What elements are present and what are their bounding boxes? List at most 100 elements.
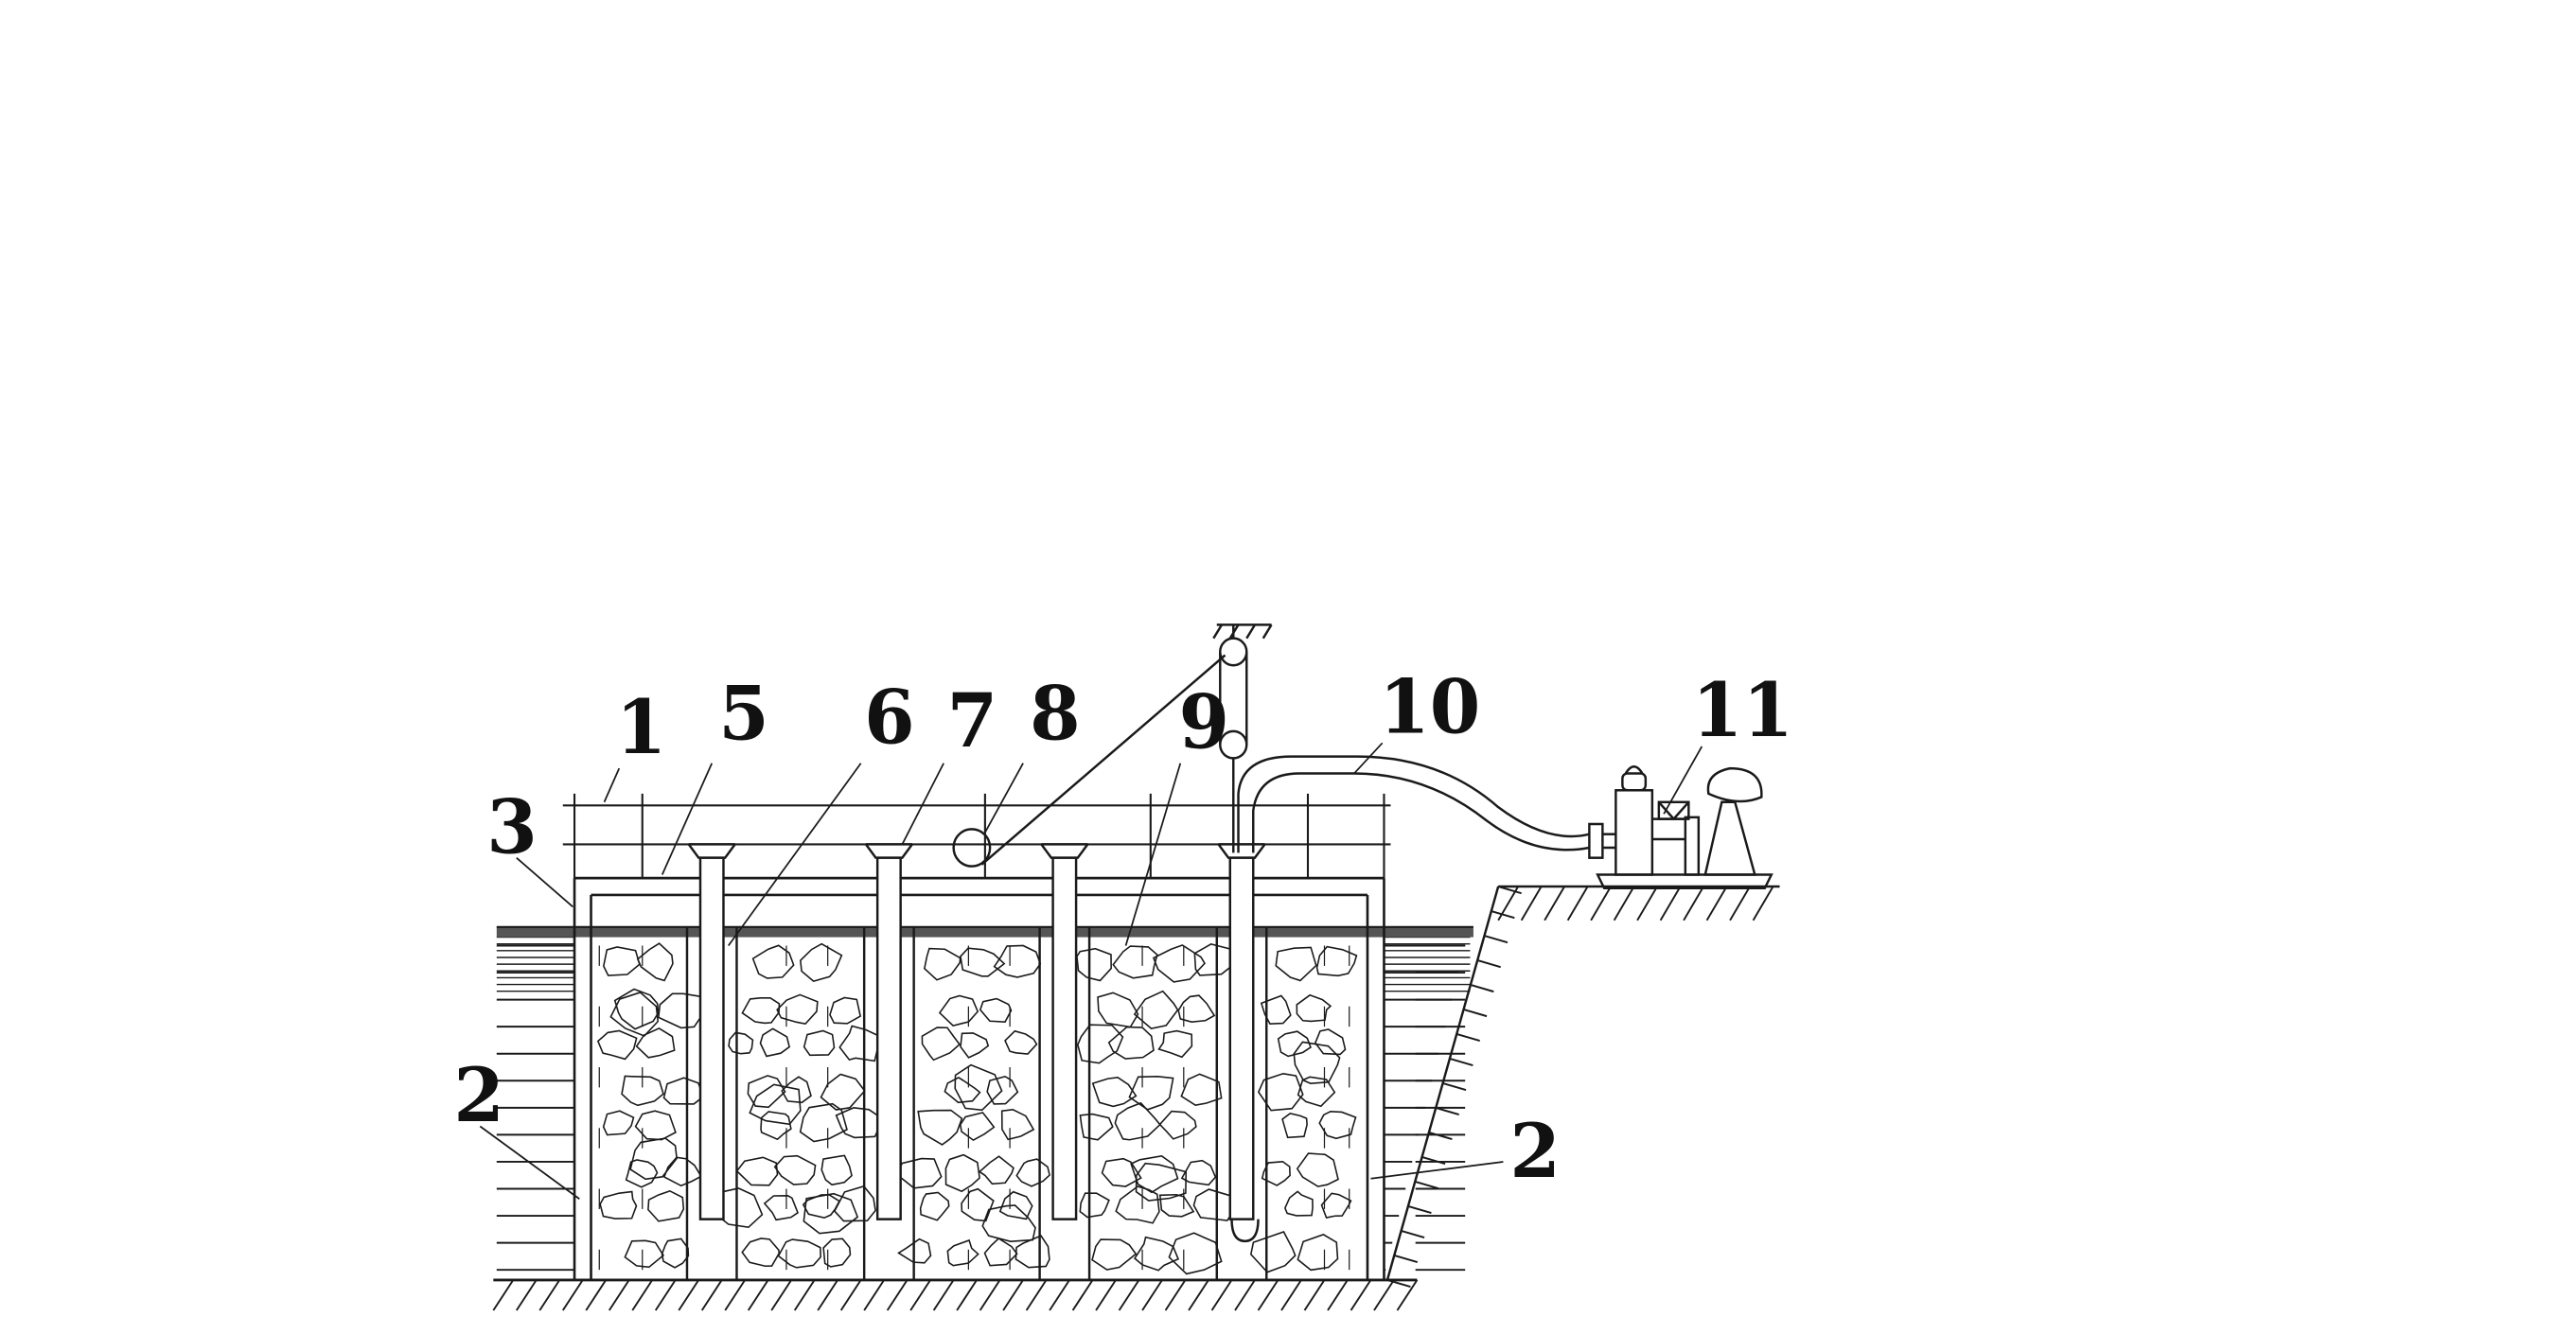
hatch-stroke	[932, 1279, 955, 1311]
callout-5: 5	[718, 671, 769, 758]
rock	[944, 1153, 980, 1193]
callout-11: 11	[1692, 667, 1793, 754]
rock	[596, 1029, 638, 1061]
rock	[799, 942, 843, 983]
rock	[1260, 994, 1292, 1025]
rock	[1283, 1190, 1314, 1217]
hatch-stroke	[1407, 1204, 1432, 1214]
well-casings	[685, 843, 1268, 1280]
hatch-stroke	[1373, 1279, 1395, 1311]
well-pipe	[875, 856, 902, 1220]
rock	[759, 1027, 790, 1058]
rock	[1257, 1072, 1304, 1112]
rock	[1091, 1238, 1138, 1271]
rock	[895, 1157, 943, 1189]
trench-column-lines	[598, 945, 1350, 1271]
well-funnel	[1040, 843, 1089, 859]
hatch-stroke	[1049, 1279, 1070, 1311]
rock	[986, 1075, 1019, 1105]
rock	[1261, 1160, 1291, 1186]
discharge-hose	[1237, 755, 1590, 853]
rock	[1076, 947, 1112, 982]
rock	[820, 1073, 866, 1111]
hatch-stroke	[956, 1279, 978, 1311]
rock	[1112, 945, 1158, 979]
rock	[662, 1077, 705, 1105]
rock	[1281, 1113, 1308, 1139]
hatch-stroke	[1386, 1278, 1411, 1288]
hatch-stroke	[886, 1279, 909, 1311]
rock	[1293, 1041, 1341, 1084]
rock	[1158, 1193, 1195, 1218]
hatch-stroke	[770, 1279, 792, 1311]
well-pipe	[1051, 856, 1078, 1220]
hatch-stroke	[1280, 1279, 1302, 1311]
rock	[919, 1191, 950, 1221]
hatch-stroke	[515, 1279, 538, 1311]
hatch-stroke	[1463, 1009, 1488, 1018]
rock	[983, 1237, 1018, 1267]
rock	[981, 1204, 1036, 1243]
rock	[773, 1154, 817, 1185]
callout-2-right: 2	[1509, 1108, 1561, 1195]
hatch-stroke	[1613, 886, 1635, 922]
rock	[978, 1155, 1015, 1185]
rock	[602, 946, 641, 976]
rock	[1193, 943, 1235, 976]
hatch-stroke	[1497, 886, 1522, 895]
rock	[1077, 1024, 1124, 1064]
well-pipe	[1228, 856, 1255, 1220]
hatch-stroke	[678, 1279, 700, 1311]
rock	[635, 1027, 676, 1059]
hatch-stroke	[1544, 886, 1565, 922]
hatch-stroke	[1234, 1279, 1256, 1311]
hatch-stroke	[1164, 1279, 1187, 1311]
rock	[1000, 1108, 1035, 1141]
well-pipe	[698, 856, 725, 1220]
rock	[923, 947, 962, 981]
rock	[954, 1063, 1003, 1112]
rock	[1296, 1152, 1339, 1187]
rock	[799, 1102, 848, 1143]
rock-fill	[596, 942, 1358, 1275]
hatch-stroke	[1303, 1279, 1326, 1311]
rock	[609, 992, 660, 1037]
rock	[1152, 944, 1206, 983]
hatch-stroke	[1435, 1107, 1459, 1116]
hatch-stroke	[793, 1279, 816, 1311]
hatch-stroke	[817, 1279, 838, 1311]
rock	[1180, 1159, 1217, 1186]
rock	[944, 1076, 981, 1104]
hatch-stroke	[1396, 1279, 1419, 1311]
leader-lines	[479, 742, 1703, 1200]
hatch-stroke	[1449, 1058, 1473, 1067]
callout-10: 10	[1379, 664, 1480, 751]
rock	[1004, 1029, 1038, 1055]
rock	[776, 993, 819, 1025]
rock	[897, 1237, 932, 1264]
well-1	[685, 843, 738, 1280]
rock	[1158, 1110, 1197, 1140]
rock	[1320, 1192, 1352, 1219]
rock	[822, 1237, 852, 1268]
slope-hatching	[1386, 886, 1522, 1288]
rock	[1314, 1028, 1347, 1056]
bank-hatching	[1497, 886, 1774, 922]
rock	[624, 1239, 665, 1269]
hatch-stroke	[561, 1279, 584, 1311]
rock	[1107, 1026, 1155, 1060]
hatch-stroke	[1729, 886, 1751, 922]
pump-unit	[1588, 765, 1773, 890]
rock	[661, 1237, 690, 1269]
hatch-stroke	[585, 1279, 608, 1311]
hatch-stroke	[839, 1279, 862, 1311]
rock	[1249, 1231, 1297, 1273]
rock	[1097, 992, 1139, 1028]
hatch-stroke	[538, 1279, 561, 1311]
hatch-stroke	[1520, 886, 1543, 922]
top-pulley	[1219, 637, 1248, 667]
rock	[1318, 1110, 1357, 1140]
rock	[647, 1189, 685, 1222]
rock	[1091, 1077, 1138, 1108]
